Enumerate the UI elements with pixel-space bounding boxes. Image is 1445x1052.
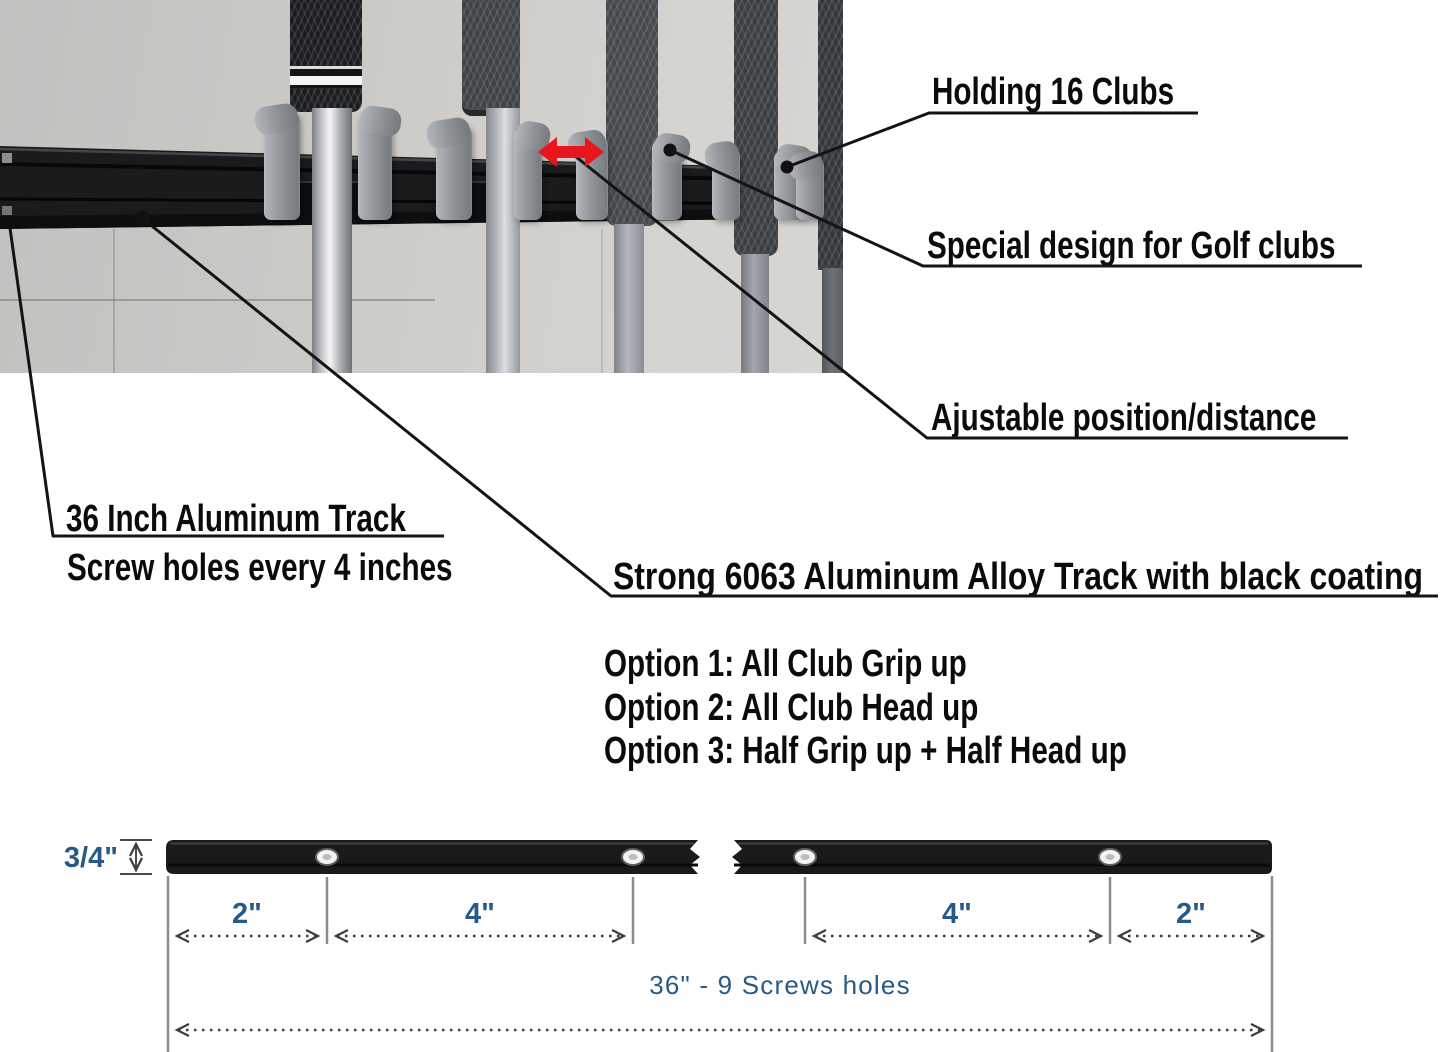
dim-label-2in: 2": [1176, 898, 1206, 930]
club-grip: [290, 0, 362, 112]
label-screw-spacing: Screw holes every 4 inches: [67, 547, 453, 589]
screw-hole: [315, 848, 339, 866]
label-track-length: 36 Inch Aluminum Track: [66, 498, 406, 540]
club-grip: [734, 0, 778, 256]
option-1: Option 1: All Club Grip up: [604, 643, 967, 685]
options-list: Option 1: All Club Grip up Option 2: All…: [604, 643, 1274, 774]
screw-hole: [793, 848, 817, 866]
grip-band: [290, 66, 362, 88]
label-special: Special design for Golf clubs: [927, 225, 1336, 267]
clip-prong: [796, 157, 824, 220]
club-grip: [818, 0, 843, 270]
clip-prong: [514, 127, 542, 220]
diagram-track-right: [732, 840, 1272, 874]
dim-label-height: 3/4": [63, 842, 118, 874]
club-grip: [606, 0, 658, 226]
label-adjustable: Ajustable position/distance: [931, 397, 1317, 439]
track-end-notch: [2, 153, 12, 163]
clip-prong: [576, 136, 608, 220]
clip-prong: [712, 147, 740, 220]
dim-label-total: 36" - 9 Screws holes: [649, 970, 911, 1000]
track-end-notch: [2, 206, 12, 215]
club-shaft: [741, 254, 769, 373]
label-holding: Holding 16 Clubs: [932, 71, 1175, 113]
dim-label-4in: 4": [942, 898, 972, 930]
screw-hole: [1098, 848, 1122, 866]
option-2: Option 2: All Club Head up: [604, 686, 979, 729]
club-grip: [462, 0, 520, 116]
diagram-track-left: [166, 840, 700, 874]
clip-prong: [652, 139, 682, 220]
leader-line-holding: [786, 111, 1198, 169]
club-shaft: [614, 224, 644, 373]
club-shaft: [822, 268, 843, 373]
clip-prong: [358, 112, 392, 220]
clip-prong: [264, 110, 300, 220]
club-shaft: [312, 108, 352, 373]
option-3: Option 3: Half Grip up + Half Head up: [604, 730, 1127, 772]
label-material: Strong 6063 Aluminum Alloy Track with bl…: [613, 556, 1424, 598]
clip-prong: [436, 124, 472, 220]
product-photo: [0, 0, 843, 373]
dim-label-4in: 4": [465, 898, 495, 930]
screw-hole: [621, 848, 645, 866]
dim-label-2in: 2": [232, 898, 262, 930]
